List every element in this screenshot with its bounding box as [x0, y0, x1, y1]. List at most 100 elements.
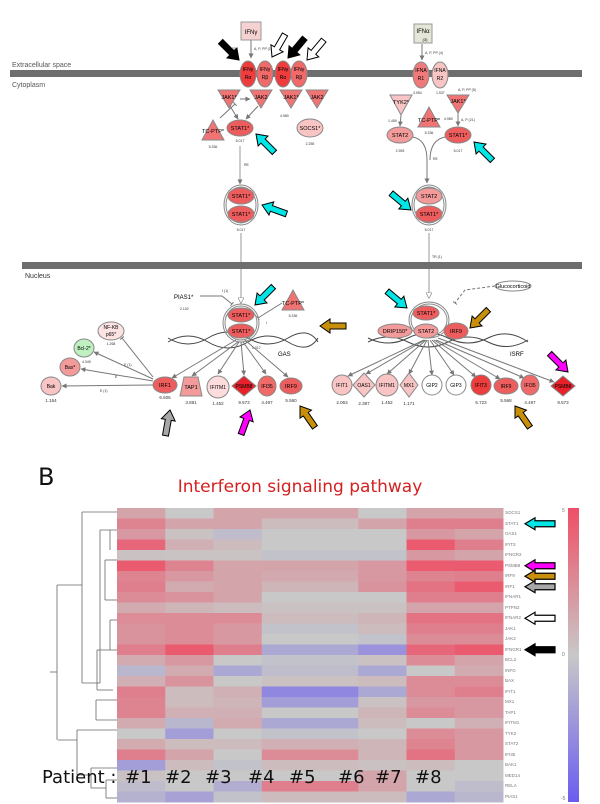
node-psmb8[interactable]: PSMB8 9.573: [231, 375, 257, 405]
heatmap-cell: [165, 770, 214, 782]
complex-isgf3[interactable]: STAT1* STAT2 DRIP150* IRF9: [377, 301, 469, 340]
row-label: IFI35: [505, 751, 516, 757]
receptor-ifnar2[interactable]: IFNA R2 1.537: [431, 61, 449, 95]
svg-text:1.268: 1.268: [107, 342, 116, 346]
node-ifit1[interactable]: IFIT1 2.063: [331, 374, 353, 405]
ligand-ifng[interactable]: IFNγ 1.133 A, P, PP (11): [227, 21, 274, 51]
heatmap-cell: [358, 602, 407, 614]
heatmap-cells: [117, 508, 504, 803]
heatmap-cell: [310, 571, 359, 582]
heatmap-cell: [406, 623, 456, 635]
heatmap-cell: [213, 791, 263, 803]
svg-text:Bak: Bak: [47, 384, 56, 390]
heatmap-cell: [310, 550, 359, 561]
heatmap-cell: [406, 728, 456, 740]
colorbar-min-label: -5: [561, 796, 566, 802]
node-glucocorticoid[interactable]: Glucocorticoid: [494, 280, 532, 292]
node-mx1[interactable]: MX1 1.171: [399, 372, 419, 406]
node-tc-ptp-nucleus[interactable]: TC-PTP* 5.336: [281, 288, 305, 318]
heatmap-cell: [165, 581, 214, 593]
node-stat1-left[interactable]: STAT1* 5.017: [226, 119, 254, 143]
svg-text:GIP3: GIP3: [450, 383, 462, 389]
node-bak[interactable]: Bak 1.164: [40, 376, 62, 403]
heatmap-cell: [165, 571, 214, 582]
node-tc-ptp-right[interactable]: TC-PTP* 5.336: [417, 105, 441, 135]
receptor-ifngr-alpha-1[interactable]: IFNγ Rα: [239, 60, 257, 88]
node-psmb8-value: 9.573: [238, 400, 250, 405]
node-nfkb-p65[interactable]: NF-KB p65* 1.268: [97, 321, 125, 346]
node-ifitm1[interactable]: IFITM1 1.452: [206, 375, 230, 406]
node-tyk2[interactable]: TYK2* 1.459: [388, 94, 413, 123]
node-ifi35[interactable]: IFI35 4.497: [257, 375, 277, 405]
node-tc-ptp-left[interactable]: TC-PTP* 5.336: [201, 118, 225, 149]
svg-text:5.017: 5.017: [237, 228, 246, 232]
heatmap-cell: [358, 676, 407, 687]
heatmap-cell: [261, 644, 311, 656]
heatmap-cell: [165, 707, 214, 719]
complex-stat1-homodimer[interactable]: STAT1* STAT1* 5.017: [223, 184, 259, 232]
node-stat2-right[interactable]: STAT2 2.953: [386, 126, 414, 153]
node-oas1[interactable]: OAS1 2.387: [352, 372, 376, 406]
row-label: RELA: [505, 783, 517, 789]
patient-column-label: #5: [289, 767, 316, 788]
complex-stat1-stat2[interactable]: STAT2 STAT1* 5.017: [411, 184, 447, 232]
node-oas1-value: 2.387: [358, 401, 370, 406]
node-tap1[interactable]: TAP1 3.891: [179, 376, 203, 405]
heatmap-cell: [310, 676, 359, 687]
heatmap-cell: [261, 707, 311, 719]
svg-text:TAP1: TAP1: [184, 385, 197, 391]
node-ifi35-right[interactable]: IFI35 4.497: [520, 374, 540, 405]
heatmap-cell: [454, 571, 504, 582]
complex-stat1-nuclear[interactable]: STAT1* STAT1* 5.017: [222, 303, 261, 350]
node-bax[interactable]: Bax* 4.349: [59, 357, 91, 377]
node-psmb8-right[interactable]: PSMB8 9.573: [550, 375, 576, 405]
node-ifit3[interactable]: IFIT3 6.723: [470, 374, 492, 405]
node-jak2-mid[interactable]: JAK2: [305, 89, 329, 109]
node-stat1-right[interactable]: STAT1* 5.017: [444, 126, 472, 153]
heatmap-cell: [261, 760, 311, 771]
row-label: MED14: [505, 772, 521, 778]
patient-column-label: #1: [125, 767, 152, 788]
node-gip2[interactable]: GIP2: [421, 374, 443, 396]
heatmap-cell: [454, 718, 504, 729]
heatmap-cell: [117, 529, 166, 540]
svg-text:IFI35: IFI35: [524, 383, 536, 389]
node-jak1-left[interactable]: JAK1*: [217, 89, 241, 109]
heatmap-cell: [213, 676, 263, 687]
node-bcl2[interactable]: Bcl-2*: [73, 338, 95, 358]
node-jak1-mid[interactable]: JAK1* 4.980: [279, 89, 303, 118]
node-irf9-right[interactable]: IRF9 5.568: [493, 377, 519, 403]
ligand-ifna[interactable]: IFNα (3) A, P, PP (4): [413, 23, 443, 55]
heatmap-cell: [406, 760, 456, 771]
heatmap-cell: [454, 581, 504, 593]
heatmap-cell: [261, 749, 311, 761]
heatmap-cell: [310, 697, 359, 708]
node-gip3[interactable]: GIP3: [445, 374, 467, 396]
heatmap-cell: [261, 602, 311, 614]
svg-text:STAT1*: STAT1*: [449, 133, 468, 139]
row-label: IFNGR2: [505, 552, 522, 558]
node-jak1-right[interactable]: JAK1* 4.980 A, P, PP (5) A, P (21): [444, 88, 476, 122]
heatmap-cell: [117, 518, 166, 530]
svg-text:3.954: 3.954: [413, 91, 422, 95]
node-jak2-left[interactable]: JAK2: [249, 89, 273, 109]
magenta-arrow-icon: [523, 558, 556, 573]
svg-text:NF-KB: NF-KB: [104, 325, 120, 331]
row-label: INFG: [505, 667, 516, 673]
heatmap-cell: [310, 508, 359, 519]
receptor-ifngr-alpha-2[interactable]: IFNγ Rα: [274, 60, 292, 88]
node-pias1[interactable]: PIAS1* 2.102: [174, 295, 194, 311]
node-ifitm1-right[interactable]: IFITM1 1.452: [375, 373, 399, 405]
node-irf9[interactable]: IRF9 5.560: [279, 377, 303, 403]
receptor-ifngr-beta-1[interactable]: IFNγ Rβ: [256, 60, 274, 88]
heatmap-cell: [213, 571, 263, 582]
heatmap-cell: [117, 676, 166, 687]
heatmap-cell: [406, 592, 456, 603]
receptor-ifngr-beta-2[interactable]: IFNγ Rβ: [290, 60, 308, 88]
svg-text:A, P, PP (4): A, P, PP (4): [425, 51, 443, 55]
heatmap-cell: [213, 634, 263, 645]
node-socs1[interactable]: SOCS1* 2.255: [296, 118, 324, 146]
receptor-ifnar1[interactable]: IFNA R1 3.954: [412, 61, 430, 95]
node-irf1[interactable]: IRF1 6.506: [152, 376, 178, 400]
heatmap-cell: [454, 791, 504, 803]
